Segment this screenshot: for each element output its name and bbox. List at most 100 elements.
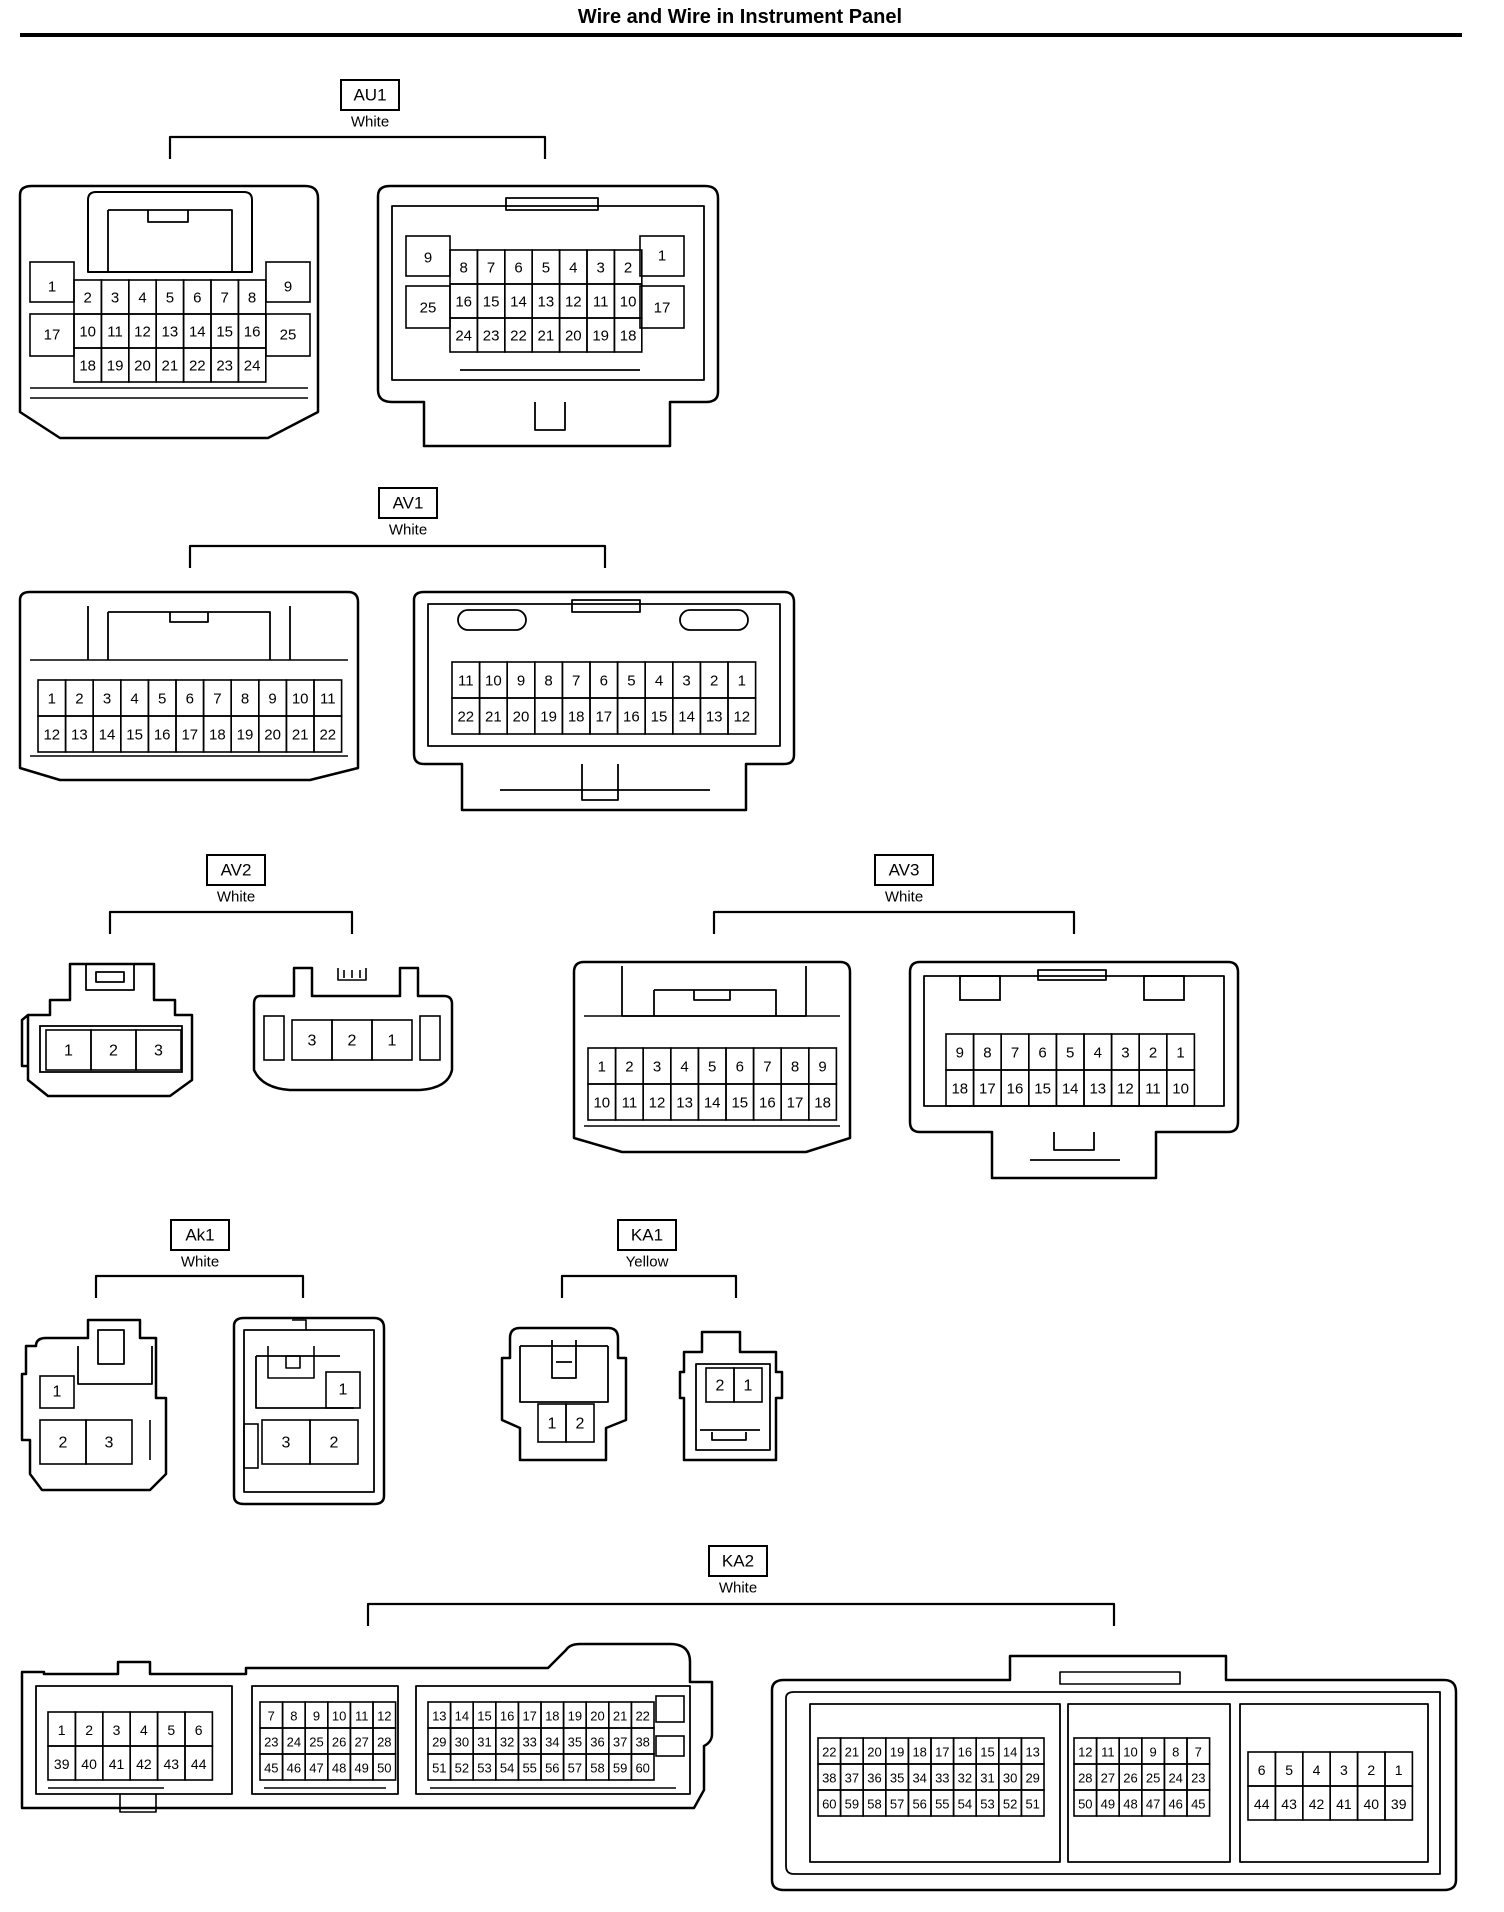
av3-pin-label: 3 [1121,1045,1129,1062]
ka2-pin-label: 55 [522,1761,536,1776]
ka2-pin-label: 7 [1195,1745,1202,1760]
av3-pin-label: 18 [814,1095,831,1112]
ka2-pin-label: 10 [1123,1745,1137,1760]
au1-pin-label: 13 [538,294,555,311]
au1-pin-label: 23 [483,328,500,345]
au1-pin-label: 24 [244,358,261,375]
ka1-pin-label: 2 [716,1378,725,1395]
au1-left-latch [87,191,253,273]
ka2-pin-label: 55 [935,1797,949,1812]
ka2-pin-label: 56 [545,1761,559,1776]
av3-pin-label: 17 [787,1095,804,1112]
av1-pin-label: 1 [738,673,746,690]
av3-pin-label: 9 [818,1059,826,1076]
au1-pin-label: 25 [280,327,297,344]
ka1-pin-label: 1 [548,1416,557,1433]
au1-pin-label: 17 [654,300,671,317]
ka2-pin-label: 18 [545,1709,559,1724]
ka2-pin-label: 33 [935,1771,949,1786]
ka2-pin-label: 31 [980,1771,994,1786]
ka2-pin-label: 42 [136,1756,152,1772]
ka2-pin-label: 36 [867,1771,881,1786]
connector-bracket [366,1602,1116,1626]
ka2-pin-label: 43 [1281,1796,1297,1812]
av3-pin-label: 15 [1034,1081,1051,1098]
ka2-pin-label: 27 [1101,1771,1115,1786]
ka2-pin-label: 45 [1191,1797,1205,1812]
ka1-left-latch [551,1340,577,1379]
av1-right-key [457,609,527,631]
ka2-pin-label: 60 [635,1761,649,1776]
av1-pin-label: 9 [268,691,276,708]
av1-pin-label: 8 [241,691,249,708]
ka1-left-inner [519,1345,609,1403]
ak1-pin-label: 3 [282,1435,291,1452]
au1-right-lock [460,369,640,431]
av2-right-lock [337,968,367,981]
ak1-cavity [309,1419,359,1465]
av1-pin-label: 4 [655,673,663,690]
av1-right-tab [571,599,641,613]
av3-pin-label: 7 [763,1059,771,1076]
connector-bracket [108,910,354,934]
au1-pin-label: 25 [420,300,437,317]
av1-pin-label: 10 [292,691,309,708]
connector-bracket [560,1274,738,1298]
av3-right-key [959,975,1001,1001]
av3-cavity [807,1083,838,1121]
ka2-pin-label: 23 [264,1735,278,1750]
av2-left-housing [20,962,194,1098]
av3-pin-label: 1 [1176,1045,1184,1062]
connector-label-box [378,487,438,519]
av3-pin-label: 11 [622,1095,638,1112]
ka2-left-key [655,1735,685,1757]
au1-pin-label: 19 [592,328,609,345]
av1-pin-label: 5 [158,691,166,708]
av1-pin-label: 7 [572,673,580,690]
connector-label-box [206,854,266,886]
au1-pin-label: 10 [620,294,637,311]
au1-pin-label: 2 [624,260,632,277]
ka2-pin-label: 59 [613,1761,627,1776]
av3-right-lock [1030,1132,1120,1161]
av1-left-housing [18,590,360,782]
ka2-pin-label: 17 [935,1745,949,1760]
ka2-pin-label: 11 [1101,1745,1115,1760]
av3-cavity [1166,1069,1196,1107]
av2-left-frame [39,1025,183,1073]
connector-color: White [351,114,389,131]
ka2-right-tab [1059,1671,1181,1685]
ak1-pin-label: 1 [339,1382,348,1399]
av3-pin-label: 10 [593,1095,610,1112]
av1-pin-label: 22 [319,727,336,744]
ka2-pin-label: 21 [845,1745,859,1760]
au1-pin-label: 3 [111,290,119,307]
ka2-pin-label: 47 [309,1761,323,1776]
av1-pin-label: 10 [485,673,502,690]
av3-left-housing [572,960,852,1154]
ka2-pin-label: 2 [85,1722,93,1738]
au1-pin-label: 10 [79,324,96,341]
au1-pin-label: 14 [189,324,206,341]
au1-pin-label: 22 [189,358,206,375]
au1-pin-label: 5 [542,260,550,277]
ka2-pin-label: 22 [635,1709,649,1724]
ak1-right-lock [267,1319,315,1379]
ka2-pin-label: 20 [867,1745,881,1760]
connector-bracket [94,1274,305,1298]
ka1-right-inner [695,1363,771,1451]
ka2-pin-label: 59 [845,1797,859,1812]
av3-pin-label: 2 [625,1059,633,1076]
av3-pin-label: 13 [676,1095,693,1112]
ka2-cavity [1020,1789,1045,1817]
au1-pin-label: 6 [193,290,201,307]
ka2-pin-label: 44 [1254,1796,1270,1812]
av1-pin-label: 3 [682,673,690,690]
ka2-pin-label: 48 [332,1761,346,1776]
ka2-pin-label: 12 [377,1709,391,1724]
ka2-pin-label: 6 [1258,1762,1266,1778]
ka2-pin-label: 52 [455,1761,469,1776]
